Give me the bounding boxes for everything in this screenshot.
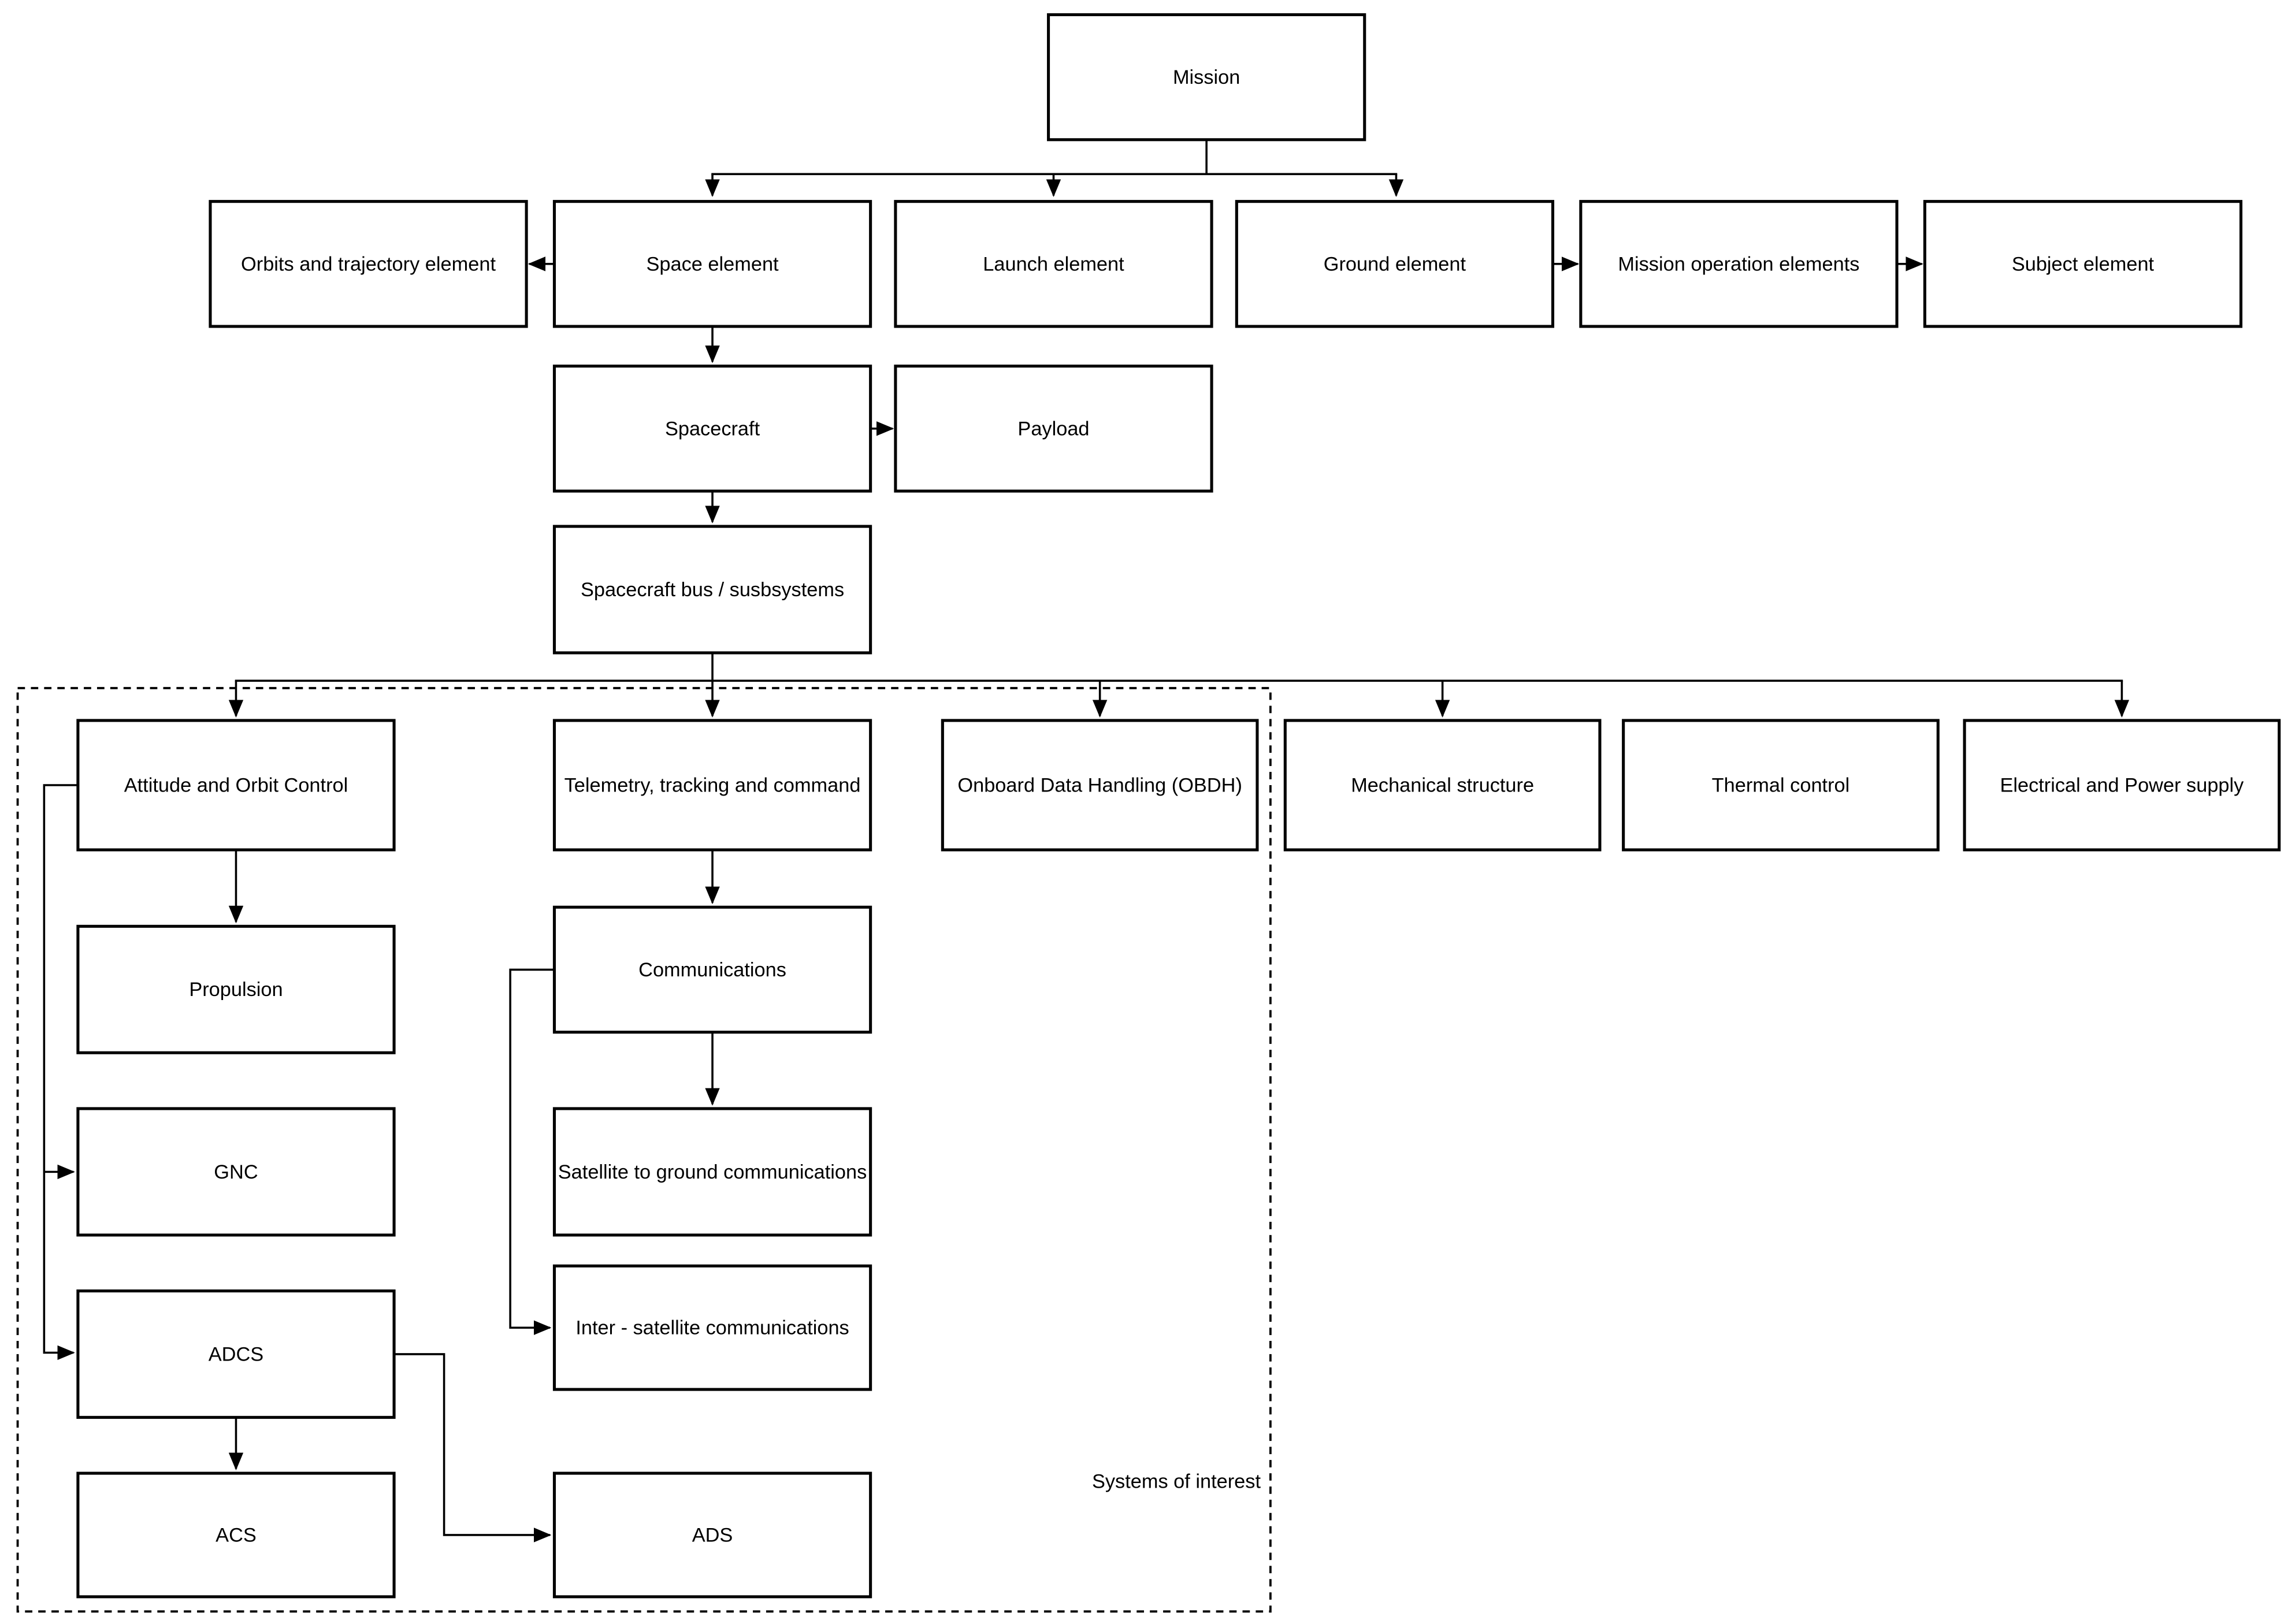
node-propulsion: Propulsion [76, 924, 396, 1054]
node-mechanical-structure-label: Mechanical structure [1351, 774, 1534, 796]
node-space-element-box [552, 200, 872, 328]
node-electrical-power-supply-box [1963, 719, 2281, 852]
node-communications-label: Communications [638, 959, 786, 981]
node-gnc-box [76, 1107, 396, 1237]
node-satellite-to-ground-communications-box [552, 1107, 872, 1237]
node-ads-label: ADS [692, 1524, 733, 1546]
node-propulsion-label: Propulsion [189, 979, 283, 1001]
node-adcs-box [76, 1289, 396, 1419]
node-satellite-to-ground-communications: Satellite to ground communications [552, 1107, 872, 1237]
systems-of-interest-boundary [16, 687, 1272, 1613]
node-spacecraft-label: Spacecraft [665, 418, 760, 440]
node-mission-operation-elements-label: Mission operation elements [1618, 253, 1859, 275]
node-mission-label: Mission [1173, 66, 1240, 88]
node-orbits: Orbits and trajectory element [209, 200, 528, 328]
node-inter-satellite-communications-label: Inter - satellite communications [575, 1317, 849, 1339]
node-subject-element: Subject element [1923, 200, 2243, 328]
node-space-element: Space element [552, 200, 872, 328]
node-thermal-control: Thermal control [1622, 719, 1940, 852]
node-inter-satellite-communications-box [552, 1264, 872, 1391]
node-electrical-power-supply-label: Electrical and Power supply [2000, 774, 2244, 796]
node-acs: ACS [76, 1471, 396, 1599]
node-mechanical-structure: Mechanical structure [1283, 719, 1602, 852]
node-attitude-orbit-control-label: Attitude and Orbit Control [124, 774, 348, 796]
edge-comms-intersat [509, 968, 555, 1335]
node-obdh: Onboard Data Handling (OBDH) [941, 719, 1259, 852]
node-mission-box [1047, 13, 1366, 142]
edge-aoc-adcs [43, 784, 78, 1361]
node-mission-operation-elements-box [1579, 200, 1899, 328]
node-propulsion-box [76, 924, 396, 1054]
node-satellite-to-ground-communications-label: Satellite to ground communications [558, 1161, 867, 1183]
node-ground-element: Ground element [1235, 200, 1555, 328]
node-ads: ADS [552, 1471, 872, 1599]
node-inter-satellite-communications: Inter - satellite communications [552, 1264, 872, 1391]
node-subject-element-label: Subject element [2012, 253, 2155, 275]
node-subject-element-box [1923, 200, 2243, 328]
node-payload-box [894, 365, 1213, 493]
node-acs-box [76, 1471, 396, 1599]
node-telemetry-tracking-command: Telemetry, tracking and command [552, 719, 872, 852]
node-gnc-label: GNC [214, 1161, 258, 1183]
node-payload: Payload [894, 365, 1213, 493]
node-obdh-box [941, 719, 1259, 852]
node-thermal-control-label: Thermal control [1712, 774, 1850, 796]
node-orbits-label: Orbits and trajectory element [241, 253, 496, 275]
node-obdh-label: Onboard Data Handling (OBDH) [957, 774, 1242, 796]
node-launch-element-box [894, 200, 1213, 328]
node-ground-element-box [1235, 200, 1555, 328]
node-spacecraft-bus-box [552, 525, 872, 655]
node-electrical-power-supply: Electrical and Power supply [1963, 719, 2281, 852]
node-launch-element: Launch element [894, 200, 1213, 328]
node-adcs-label: ADCS [209, 1343, 263, 1365]
node-communications-box [552, 905, 872, 1034]
node-gnc: GNC [76, 1107, 396, 1237]
node-thermal-control-box [1622, 719, 1940, 852]
node-adcs: ADCS [76, 1289, 396, 1419]
node-orbits-box [209, 200, 528, 328]
systems-of-interest-label: Systems of interest [1092, 1471, 1261, 1493]
node-attitude-orbit-control-box [76, 719, 396, 852]
node-communications: Communications [552, 905, 872, 1034]
node-ground-element-label: Ground element [1324, 253, 1466, 275]
edges [43, 139, 2130, 1543]
node-attitude-orbit-control: Attitude and Orbit Control [76, 719, 396, 852]
node-space-element-label: Space element [646, 253, 779, 275]
node-spacecraft-box [552, 365, 872, 493]
node-acs-label: ACS [216, 1524, 257, 1546]
nodes: Mission Orbits and trajectory element Sp… [76, 13, 2281, 1599]
node-spacecraft-bus: Spacecraft bus / susbsystems [552, 525, 872, 655]
node-telemetry-tracking-command-box [552, 719, 872, 852]
node-spacecraft: Spacecraft [552, 365, 872, 493]
node-mechanical-structure-box [1283, 719, 1602, 852]
edge-adcs-ads [394, 1353, 552, 1543]
node-telemetry-tracking-command-label: Telemetry, tracking and command [564, 774, 861, 796]
node-mission-operation-elements: Mission operation elements [1579, 200, 1899, 328]
node-spacecraft-bus-label: Spacecraft bus / susbsystems [581, 579, 844, 601]
node-launch-element-label: Launch element [983, 253, 1124, 275]
node-mission: Mission [1047, 13, 1366, 142]
node-payload-label: Payload [1017, 418, 1089, 440]
node-ads-box [552, 1471, 872, 1599]
